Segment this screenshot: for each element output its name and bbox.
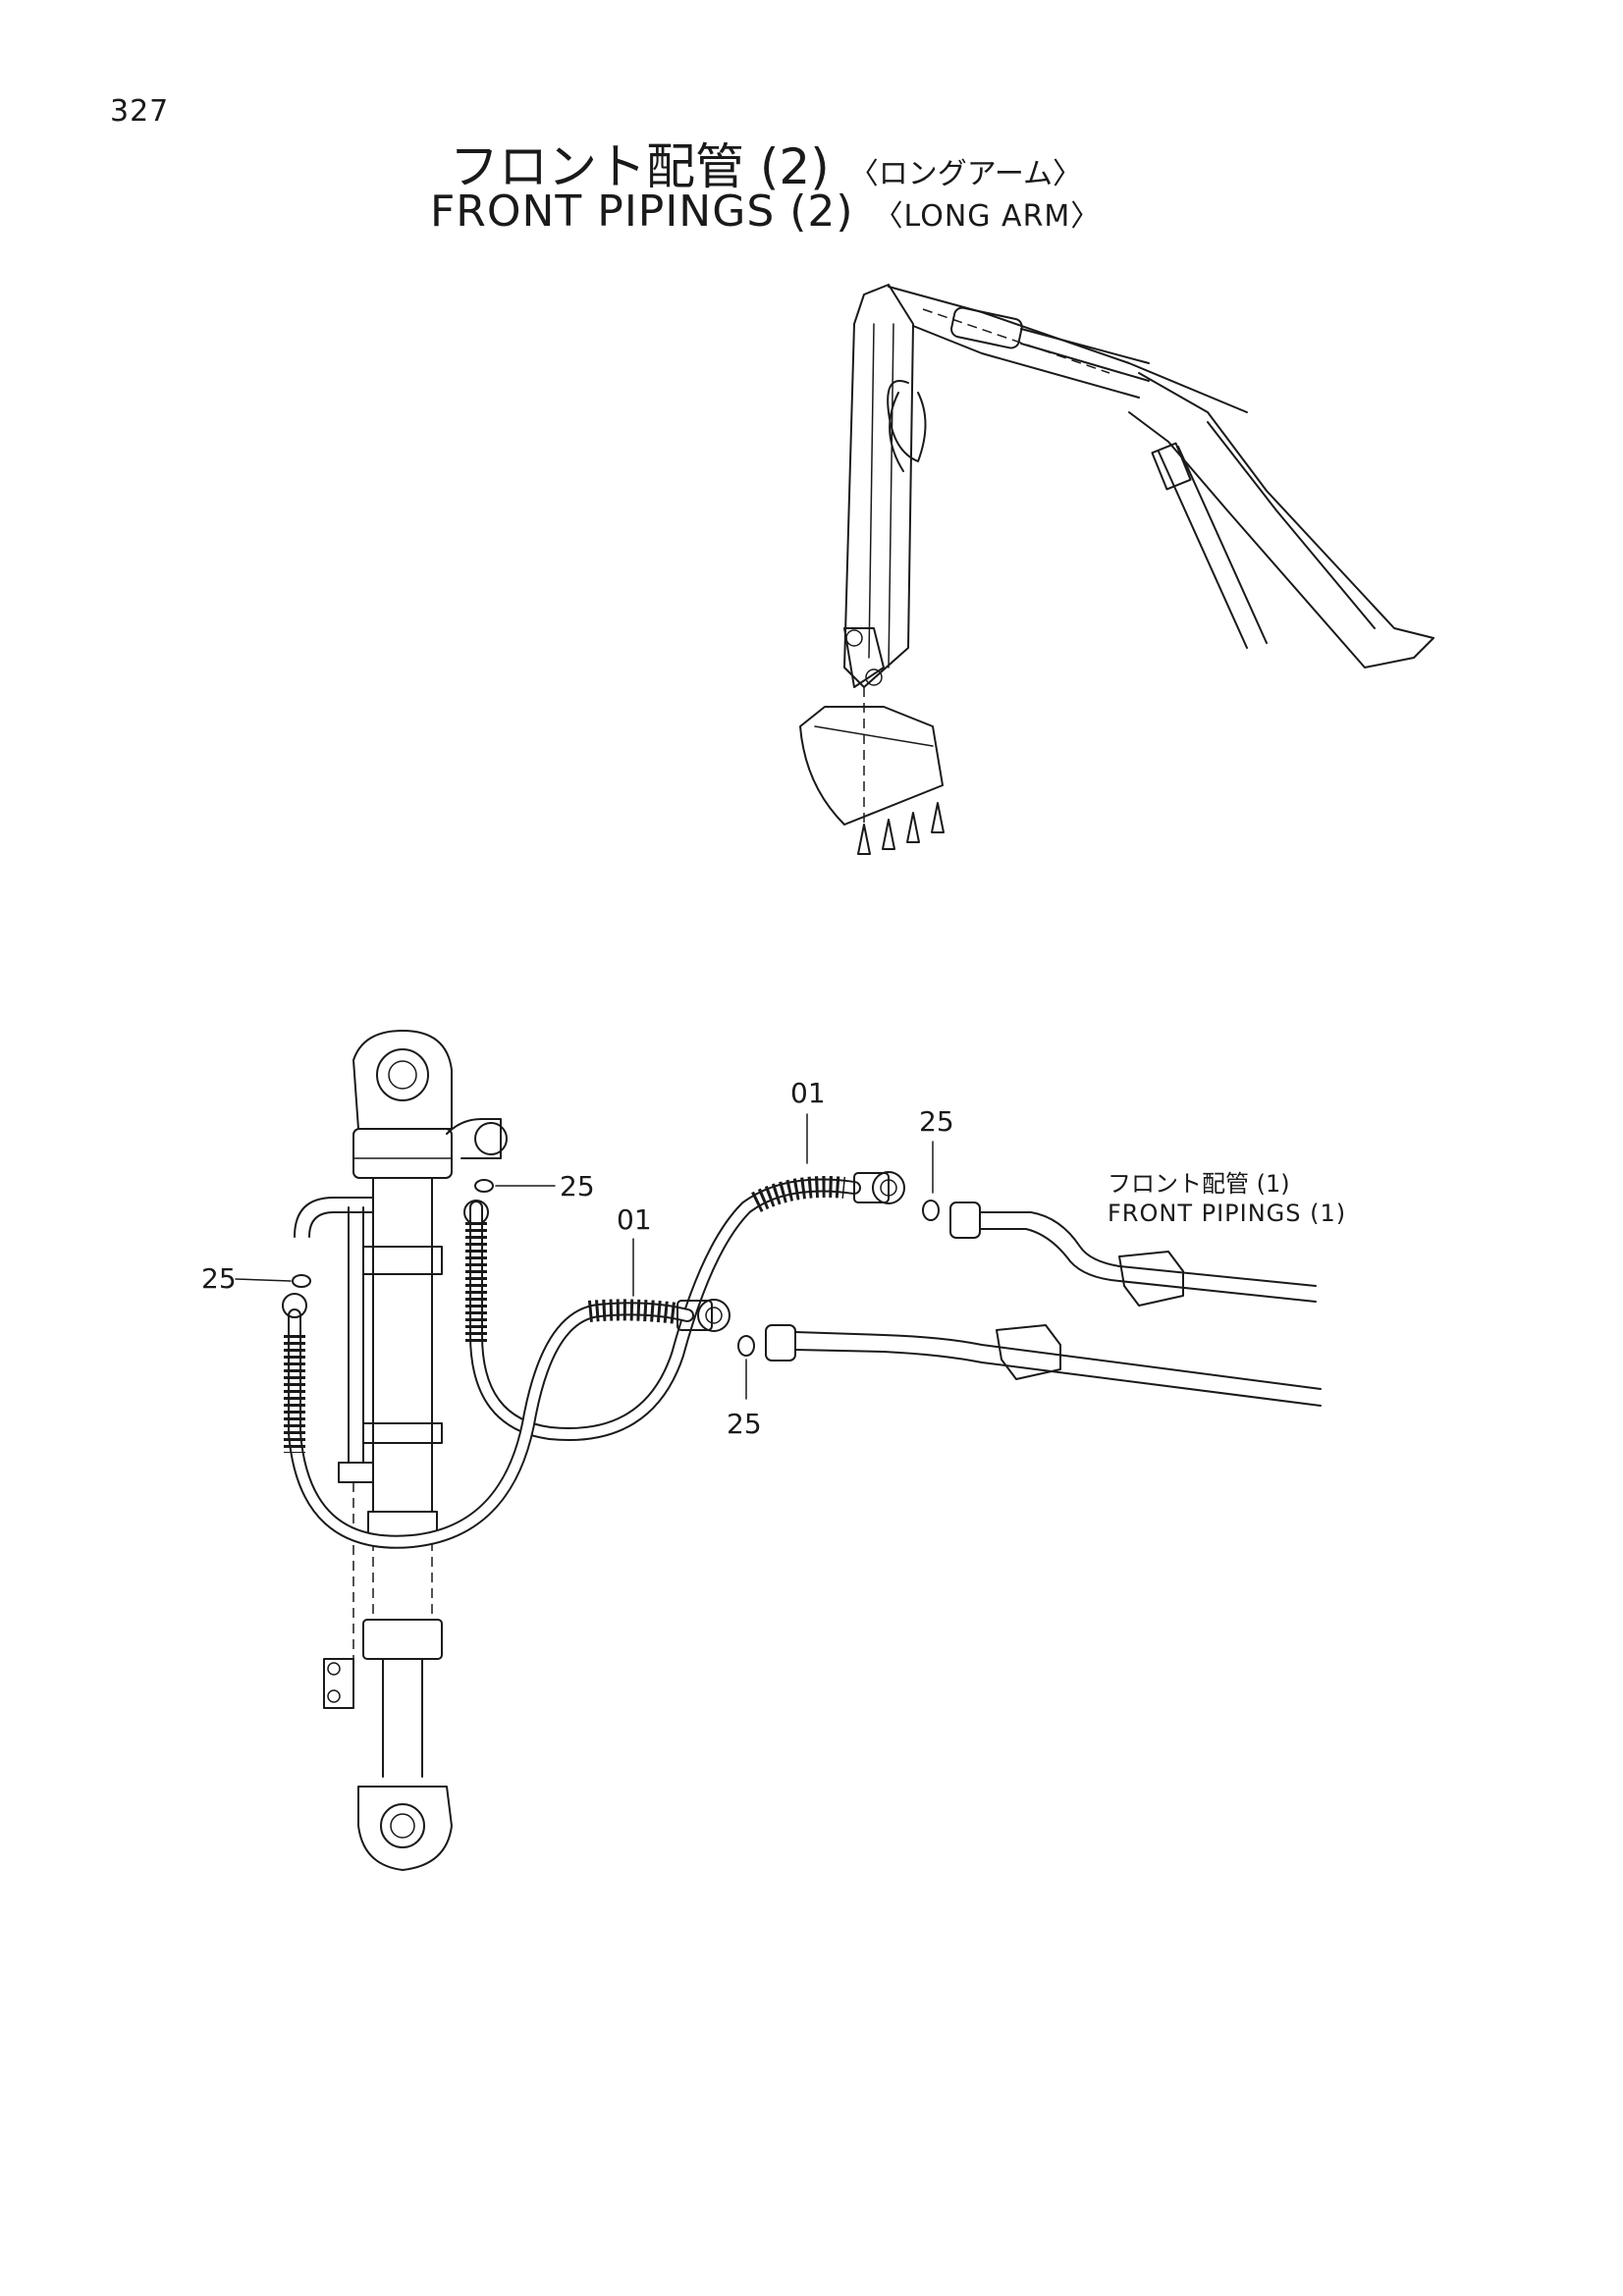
rigid-pipes — [765, 1201, 1322, 1407]
overview-excavator-front — [799, 284, 1434, 855]
callout-hose-lower: 01 — [617, 1203, 652, 1297]
callout-hose-upper: 01 — [790, 1077, 826, 1164]
callout-25-cylinder-left: 25 — [201, 1262, 237, 1295]
reference-english: FRONT PIPINGS (1) — [1108, 1200, 1347, 1227]
callout-01-lower: 01 — [617, 1203, 652, 1236]
title-ja-sub: 〈ロングアーム〉 — [848, 157, 1083, 191]
title-ja-main: フロント配管 (2) — [450, 138, 830, 195]
callout-01-upper: 01 — [790, 1077, 826, 1109]
reference-japanese: フロント配管 (1) — [1108, 1170, 1290, 1198]
page-number: 327 — [110, 94, 170, 129]
title-en-main: FRONT PIPINGS (2) — [430, 187, 854, 237]
callout-25-cylinder-top: 25 — [560, 1170, 595, 1202]
page-title-english: FRONT PIPINGS (2) 〈LONG ARM〉 — [430, 187, 1101, 237]
callout-oring-mid: 25 — [727, 1359, 762, 1440]
callout-oring-cylinder-left: 25 — [201, 1262, 292, 1295]
callout-oring-cylinder-top: 25 — [495, 1170, 595, 1202]
hose-assembly — [284, 1176, 861, 1549]
o-rings — [292, 1179, 940, 1357]
callout-25-top: 25 — [919, 1105, 954, 1138]
boom-cylinder — [294, 1030, 508, 1871]
page-title-japanese: フロント配管 (2) 〈ロングアーム〉 — [450, 128, 1082, 198]
callout-25-mid: 25 — [727, 1408, 762, 1440]
callout-oring-top: 25 — [919, 1105, 954, 1194]
title-en-sub: 〈LONG ARM〉 — [873, 199, 1102, 234]
hose-end-fittings — [282, 1171, 905, 1332]
